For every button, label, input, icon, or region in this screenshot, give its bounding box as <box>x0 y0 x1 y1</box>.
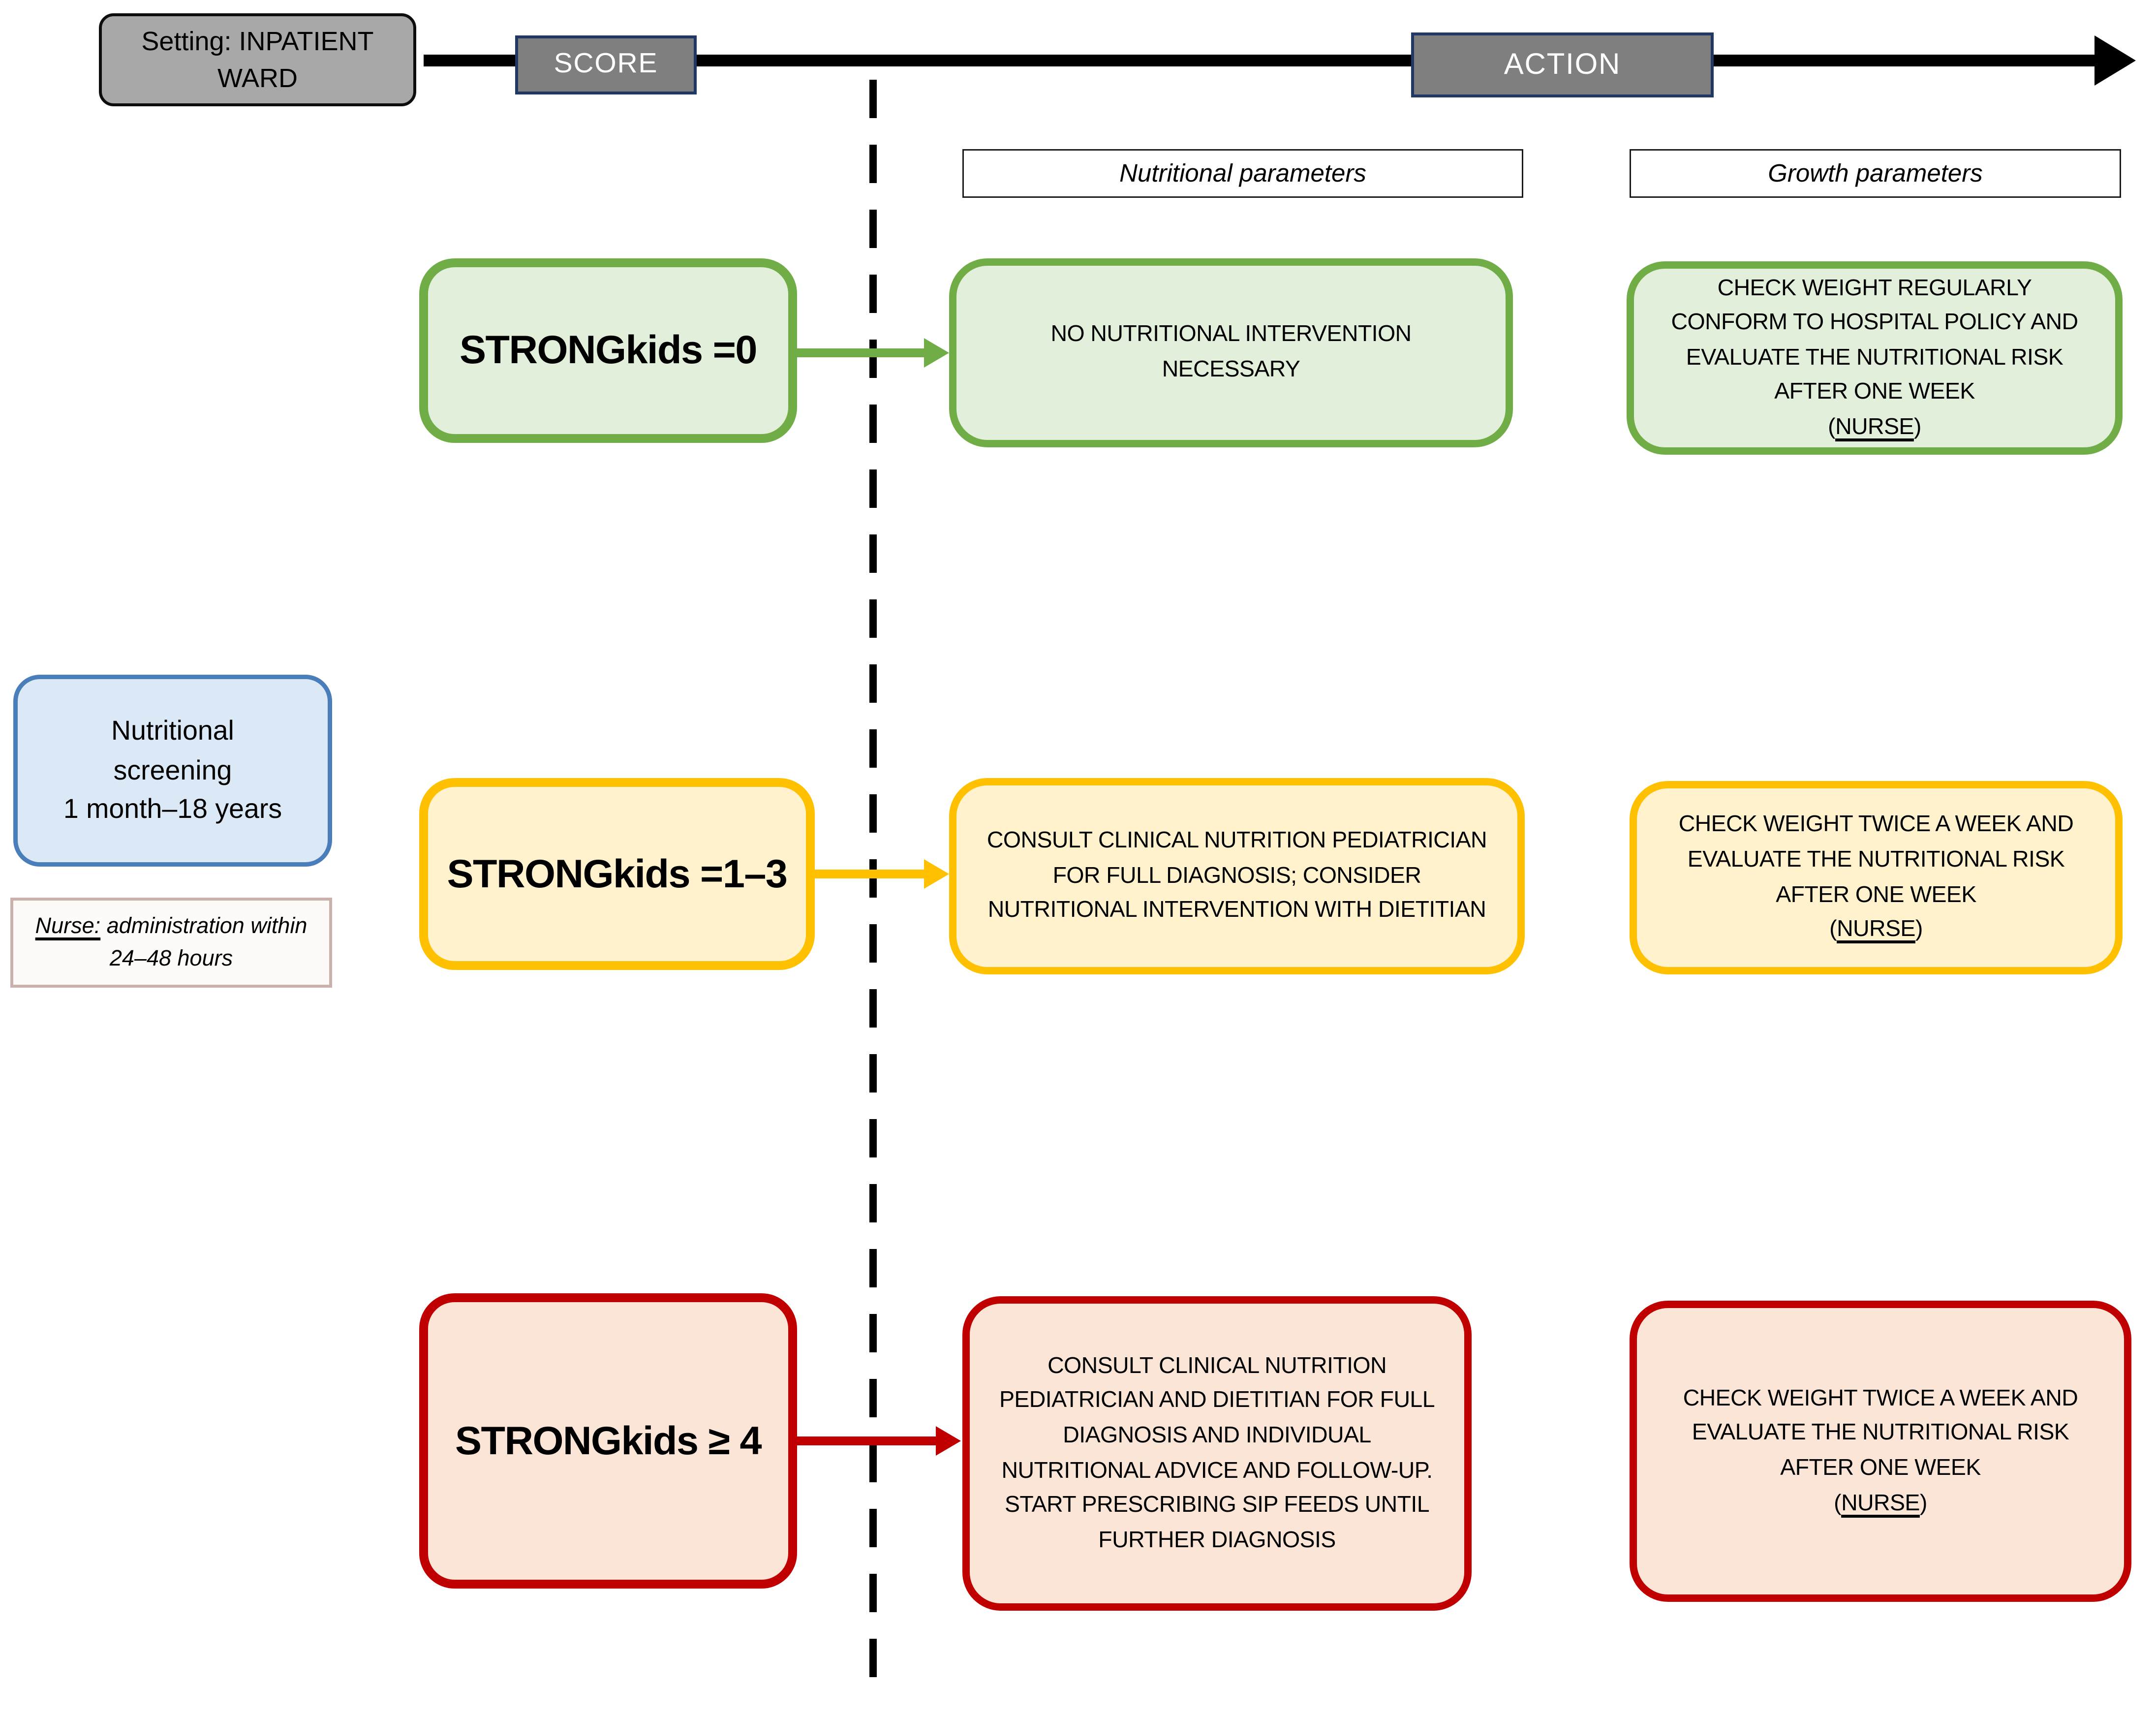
strongkids-4-arrowhead-icon <box>936 1426 961 1456</box>
strongkids-4-growth-action-box: CHECK WEIGHT TWICE A WEEK AND EVALUATE T… <box>1630 1301 2131 1602</box>
nurse-note-text: Nurse: administration within 24–48 hours <box>35 913 308 971</box>
column-header-nutritional: Nutritional parameters <box>962 149 1523 198</box>
nurse-note: Nurse: administration within 24–48 hours <box>10 898 332 988</box>
timeline-arrow-shaft <box>424 55 2106 66</box>
screening-label: Nutritional screening 1 month–18 years <box>63 714 282 825</box>
strongkids-0-nutritional-action-box: NO NUTRITIONAL INTERVENTION NECESSARY <box>949 258 1513 447</box>
strongkids-0-arrowhead-icon <box>924 338 949 368</box>
strongkids-1-3-arrow-shaft <box>815 870 927 878</box>
actor-line: (NURSE) <box>1834 1490 1927 1516</box>
strongkids-4-arrow-shaft <box>797 1436 939 1445</box>
score-action-divider <box>869 80 877 1704</box>
column-header-growth: Growth parameters <box>1630 149 2121 198</box>
action-stage-label: ACTION <box>1504 48 1621 81</box>
actor-line: (NURSE) <box>1828 414 1921 440</box>
action-stage-box: ACTION <box>1411 32 1714 97</box>
score-stage-box: SCORE <box>515 35 697 94</box>
strongkids-4-nutritional-action-box: CONSULT CLINICAL NUTRITION PEDIATRICIAN … <box>962 1296 1472 1611</box>
setting-box: Setting: INPATIENT WARD <box>99 13 416 106</box>
screening-box: Nutritional screening 1 month–18 years <box>13 675 332 867</box>
strongkids-1-3-nutritional-action-box: CONSULT CLINICAL NUTRITION PEDIATRICIAN … <box>949 778 1525 974</box>
growth-action-text: CHECK WEIGHT REGULARLY CONFORM TO HOSPIT… <box>1661 271 2089 445</box>
actor-line: (NURSE) <box>1829 917 1923 942</box>
strongkids-1-3-arrowhead-icon <box>924 859 949 889</box>
strongkids-0-score-box: STRONGkids =0 <box>419 258 797 443</box>
strongkids-4-score-box: STRONGkids ≥ 4 <box>419 1293 797 1589</box>
growth-action-text: CHECK WEIGHT TWICE A WEEK AND EVALUATE T… <box>1662 808 2090 947</box>
strongkids-1-3-growth-action-box: CHECK WEIGHT TWICE A WEEK AND EVALUATE T… <box>1630 781 2123 974</box>
score-stage-label: SCORE <box>554 49 658 80</box>
setting-label: Setting: INPATIENT WARD <box>141 27 374 93</box>
strongkids-1-3-score-box: STRONGkids =1–3 <box>419 778 815 970</box>
strongkids-0-growth-action-box: CHECK WEIGHT REGULARLY CONFORM TO HOSPIT… <box>1627 261 2123 455</box>
strongkids-0-arrow-shaft <box>797 348 927 357</box>
timeline-arrowhead-icon <box>2094 35 2136 86</box>
growth-action-text: CHECK WEIGHT TWICE A WEEK AND EVALUATE T… <box>1663 1382 2098 1521</box>
